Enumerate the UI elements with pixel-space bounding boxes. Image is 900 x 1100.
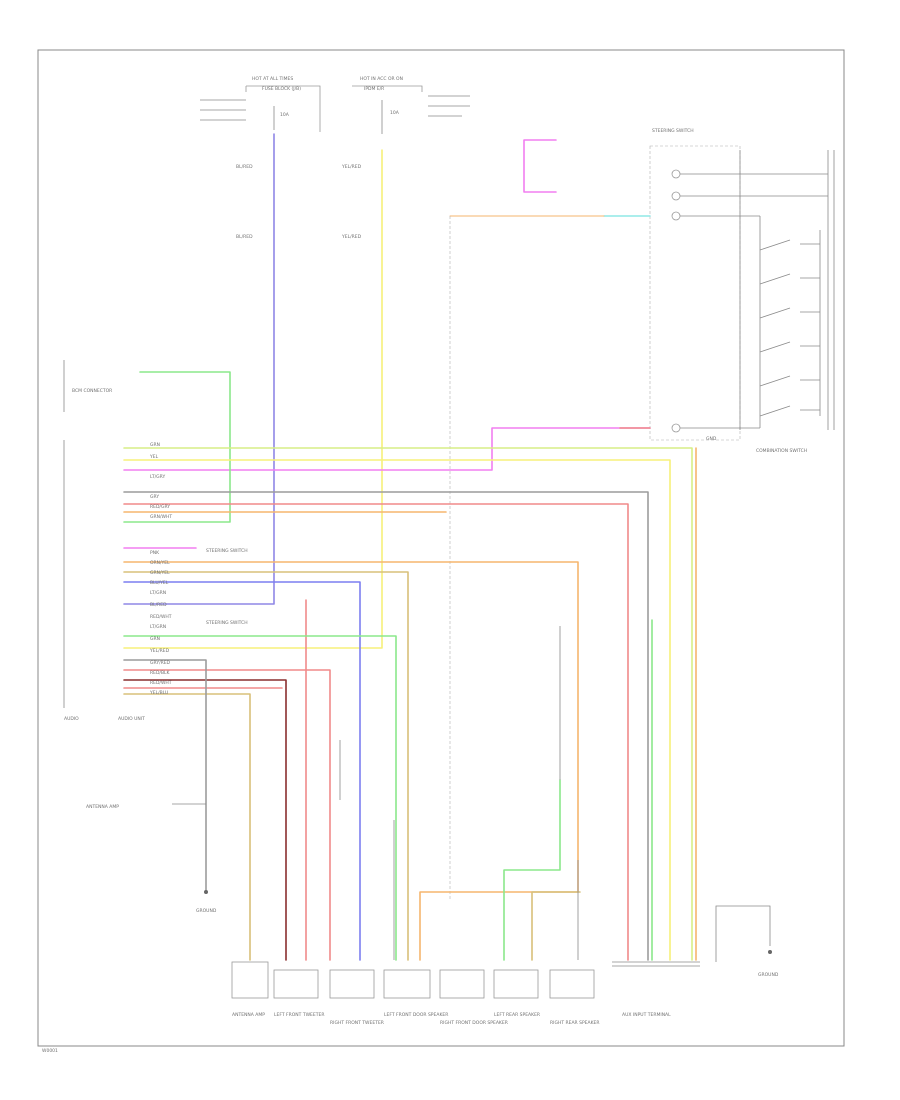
fuse-box-left: HOT AT ALL TIMES FUSE BLOCK (J/B) 10A [245,76,321,132]
label-yelred-2: YEL/RED [341,234,362,240]
svg-text:ORN/YEL: ORN/YEL [150,560,170,566]
label-blred-2: BL/RED [236,234,253,240]
svg-text:LT/GRY: LT/GRY [150,474,165,480]
fuse-right-sub: IPDM E/R [364,86,384,92]
svg-text:RED/GRY: RED/GRY [150,504,170,510]
wire-grn-bus [123,447,693,961]
aux-ground: GROUND [715,905,779,978]
bcm-connector-label: BCM CONNECTOR [72,388,112,394]
wire-olive-2 [123,693,251,961]
wire-gray-2 [123,659,207,891]
steering-switch-ref: STEERING SWITCH [206,548,248,554]
svg-text:RED/WHT: RED/WHT [150,614,172,620]
fuse-left-rating: 10A [280,112,290,118]
svg-text:GRN/WHT: GRN/WHT [150,514,172,520]
label-door-lh: LEFT FRONT DOOR SPEAKER [384,1012,448,1018]
wire-yel-bus [123,459,671,961]
wire-grn-top [123,371,231,523]
steering-gnd: GND [706,436,717,442]
audio-unit-connector: AUDIO BCM CONNECTOR [63,360,112,722]
wire-lgreen-rear [503,779,561,961]
fuse-left-title: HOT AT ALL TIMES [252,76,293,82]
fuse-box-right: HOT IN ACC OR ON IPDM E/R 10A [352,76,423,134]
wire-darkred [123,679,287,961]
wire-pink-steer-top [523,139,557,193]
wire-olive [123,571,409,961]
svg-text:LT/GRN: LT/GRN [150,624,166,630]
audio-pin-labels: GRN YEL LT/GRY GRY RED/GRY GRN/WHT PNK O… [149,442,248,696]
svg-text:RED/WHT: RED/WHT [150,680,172,686]
svg-text:RED/BLK: RED/BLK [150,670,171,676]
wire-green-mid [123,635,397,961]
fuse-right-rating: 10A [390,110,400,116]
fuse-notes [200,95,470,121]
svg-text:GRN: GRN [150,636,160,642]
svg-text:GRN: GRN [150,442,160,448]
diagram-frame [37,49,845,1047]
speaker-connectors [231,961,700,999]
label-tweeter-lh: LEFT FRONT TWEETER [274,1012,324,1018]
label-antenna: ANTENNA AMP [232,1012,265,1018]
combination-switch-title: COMBINATION SWITCH [756,448,807,454]
label-blred-1: BL/RED [236,164,253,170]
svg-text:YEL: YEL [149,454,159,460]
svg-text:LT/GRN: LT/GRN [150,590,166,596]
svg-text:BLU/YEL: BLU/YEL [150,580,169,586]
wire-yel-red-feed [123,149,383,649]
combination-switch: STEERING SWITCH COMBINATION SWITCH GND [649,128,835,454]
label-rear-rh: RIGHT REAR SPEAKER [550,1020,600,1026]
svg-text:GRY: GRY [150,494,159,500]
label-rear-lh: LEFT REAR SPEAKER [494,1012,540,1018]
wire-pink-steer-data [123,427,651,471]
wire-red-front [123,669,331,961]
svg-text:YEL/RED: YEL/RED [149,648,170,654]
wire-gray-bus [123,491,649,961]
fuse-right-title: HOT IN ACC OR ON [360,76,403,82]
svg-text:BL/RED: BL/RED [150,602,167,608]
ground-label-right: GROUND [758,972,779,978]
svg-text:GRN/YEL: GRN/YEL [150,570,170,576]
wire-red-bus [123,503,629,961]
steering-switch-title: STEERING SWITCH [652,128,694,134]
switch-ladder [759,216,821,428]
ground-label-left: GROUND [196,908,217,914]
svg-text:GRY/RED: GRY/RED [150,660,171,666]
fuse-left-sub: FUSE BLOCK (J/B) [262,86,301,92]
antenna-branch: ANTENNA AMP GROUND [86,803,217,914]
wire-orange-long [123,561,579,961]
label-yelred-1: YEL/RED [341,164,362,170]
steering-switch-ref2: STEERING SWITCH [206,620,248,626]
wire-olive-rear [531,891,581,961]
svg-text:YEL/BLU: YEL/BLU [149,690,168,696]
svg-text:PNK: PNK [150,550,160,556]
label-tweeter-rh: RIGHT FRONT TWEETER [330,1020,384,1026]
label-aux: AUX INPUT TERMINAL [622,1012,671,1018]
label-door-rh: RIGHT FRONT DOOR SPEAKER [440,1020,508,1026]
page-code: W0001 [42,1048,58,1054]
wire-bl-red-feed [123,133,275,605]
audio-unit-label: AUDIO [64,716,79,722]
antenna-amp-label: ANTENNA AMP [86,804,119,810]
wire-blue [123,581,361,961]
audio-unit-title: AUDIO UNIT [118,716,145,722]
speaker-labels: ANTENNA AMP LEFT FRONT TWEETER RIGHT FRO… [232,1012,671,1026]
